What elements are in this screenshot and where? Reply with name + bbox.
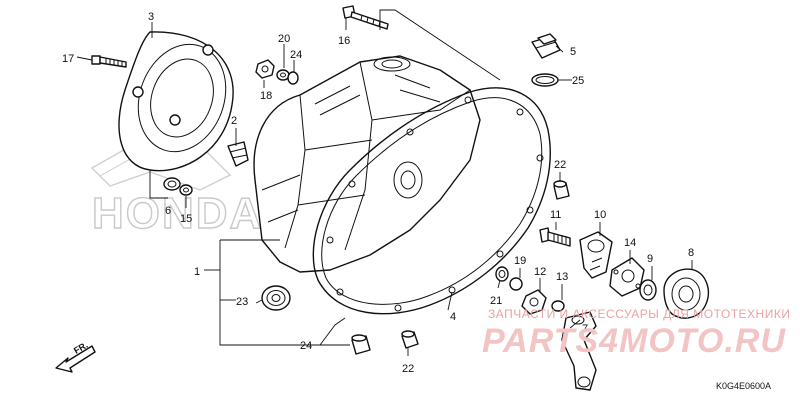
callout-15: 15 xyxy=(180,213,192,225)
front-direction-indicator: FR. xyxy=(55,340,96,373)
callout-21: 21 xyxy=(490,295,502,307)
part-7-arm xyxy=(561,311,597,391)
callout-25: 24 xyxy=(290,49,302,61)
callout-26: 25 xyxy=(572,75,584,87)
part-22-lower-dowel-pin xyxy=(401,330,419,349)
callout-9: 9 xyxy=(647,253,653,265)
site-watermark: ЗАПЧАСТИ И АКСЕССУАРЫ ДЛЯ МОТОТЕХНИКИ PA… xyxy=(482,307,790,360)
part-22-upper-dowel-pin xyxy=(553,180,570,200)
part-18-nut xyxy=(255,59,275,79)
honda-watermark: HONDA xyxy=(90,134,263,239)
part-19-o-ring xyxy=(509,277,523,291)
part-6-grommet xyxy=(163,177,181,191)
callout-18: 18 xyxy=(260,90,272,102)
callout-8: 8 xyxy=(688,247,694,259)
part-24-dowel-pin xyxy=(351,334,371,355)
part-12-gear xyxy=(521,289,547,315)
callout-1: 1 xyxy=(194,266,200,278)
diagram-code: K0G4E0600A xyxy=(716,381,771,391)
watermark-line-1: ЗАПЧАСТИ И АКСЕССУАРЫ ДЛЯ МОТОТЕХНИКИ xyxy=(488,307,790,321)
callout-20: 20 xyxy=(278,33,290,45)
callout-3: 3 xyxy=(148,11,154,23)
callout-4: 4 xyxy=(450,311,456,323)
callout-12: 12 xyxy=(534,266,546,278)
callout-10: 10 xyxy=(594,209,606,221)
callout-23: 23 xyxy=(236,296,248,308)
callout-labels: 3 17 6 15 2 18 20 24 16 5 25 22 11 10 14… xyxy=(62,11,694,375)
part-10-pump-body xyxy=(579,231,613,279)
honda-wordmark: HONDA xyxy=(92,189,263,238)
part-1-crankcase-cover xyxy=(253,55,481,273)
callout-22-upper: 22 xyxy=(554,159,566,171)
callout-11: 11 xyxy=(550,209,561,221)
part-13-washer xyxy=(551,300,565,312)
leader-lines xyxy=(76,9,693,356)
callout-7: 7 xyxy=(582,323,588,335)
part-2-fitting xyxy=(227,141,249,167)
part-14-plate xyxy=(609,257,645,297)
part-3-cover-plate xyxy=(118,31,234,172)
callout-2: 2 xyxy=(231,115,237,127)
part-21-washer xyxy=(495,266,509,282)
part-11-shaft xyxy=(539,227,571,247)
callout-5: 5 xyxy=(570,46,576,58)
part-15-collar xyxy=(179,184,193,196)
callout-19: 19 xyxy=(514,255,526,267)
callout-14: 14 xyxy=(624,237,636,249)
part-17-bolt xyxy=(91,55,127,68)
part-23-bearing xyxy=(261,285,291,311)
part-25-o-ring xyxy=(287,71,299,85)
callout-6: 6 xyxy=(165,205,171,217)
part-26-o-ring xyxy=(531,73,559,87)
watermark-line-2: PARTS4MOTO.RU xyxy=(482,322,786,360)
part-16-bolt xyxy=(342,5,389,30)
callout-17: 17 xyxy=(62,53,74,65)
callout-16: 16 xyxy=(338,35,350,47)
callout-24: 24 xyxy=(300,340,312,352)
part-20-washer xyxy=(276,69,290,81)
part-9-seal xyxy=(639,279,657,301)
part-8-cover xyxy=(663,268,710,319)
callout-22-lower: 22 xyxy=(402,363,414,375)
part-5-filler-cap xyxy=(531,33,561,59)
callout-13: 13 xyxy=(556,271,568,283)
part-4-gasket xyxy=(312,87,551,315)
